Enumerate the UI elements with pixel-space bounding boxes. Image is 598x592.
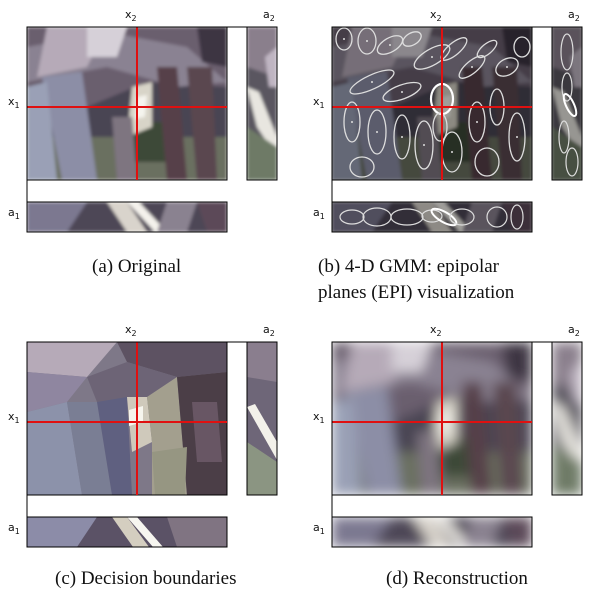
panel-d-main-image bbox=[332, 342, 532, 495]
panel-b-a2-label: a2 bbox=[568, 8, 580, 24]
panel-b-side-strip bbox=[551, 26, 583, 181]
caption-a: (a) Original bbox=[92, 256, 182, 277]
panel-b bbox=[331, 26, 583, 233]
panel-c-side-strip bbox=[246, 341, 278, 496]
panel-b-axes bbox=[331, 26, 583, 232]
panel-b-bottom-strip bbox=[331, 201, 533, 233]
caption-b-line1: (b) 4-D GMM: epipolar bbox=[318, 256, 499, 277]
panel-c-bottom-strip bbox=[26, 516, 228, 548]
panel-c-axes bbox=[26, 341, 278, 547]
panel-c-main-image bbox=[27, 342, 227, 495]
panel-c-x2-label: x2 bbox=[125, 323, 137, 339]
panel-b-a1-label: a1 bbox=[313, 206, 325, 222]
caption-c: (c) Decision boundaries bbox=[55, 568, 237, 589]
panel-a-a1-label: a1 bbox=[8, 206, 20, 222]
panel-c-a1-label: a1 bbox=[8, 521, 20, 537]
panel-b-x2-label: x2 bbox=[430, 8, 442, 24]
panel-d-x1-label: x1 bbox=[313, 410, 325, 426]
panel-d-side-strip bbox=[551, 341, 583, 496]
panel-a-main-image bbox=[27, 27, 227, 180]
caption-b-line2: planes (EPI) visualization bbox=[318, 282, 515, 303]
panel-a-a2-label: a2 bbox=[263, 8, 275, 24]
caption-d: (d) Reconstruction bbox=[386, 568, 528, 589]
panel-b-x1-label: x1 bbox=[313, 95, 325, 111]
panel-d-a1-label: a1 bbox=[313, 521, 325, 537]
panel-a-bottom-strip bbox=[26, 201, 228, 233]
panel-b-main-image bbox=[332, 27, 532, 180]
panel-c bbox=[26, 341, 278, 548]
panel-a-x1-label: x1 bbox=[8, 95, 20, 111]
panel-d-x2-label: x2 bbox=[430, 323, 442, 339]
panel-a bbox=[26, 26, 278, 233]
panel-d bbox=[331, 341, 583, 548]
panel-c-x1-label: x1 bbox=[8, 410, 20, 426]
panel-a-x2-label: x2 bbox=[125, 8, 137, 24]
panel-c-a2-label: a2 bbox=[263, 323, 275, 339]
panel-d-axes bbox=[331, 341, 583, 547]
panel-a-axes bbox=[26, 26, 278, 232]
panel-a-side-strip bbox=[246, 26, 278, 181]
panel-d-bottom-strip bbox=[331, 516, 533, 548]
panel-d-a2-label: a2 bbox=[568, 323, 580, 339]
